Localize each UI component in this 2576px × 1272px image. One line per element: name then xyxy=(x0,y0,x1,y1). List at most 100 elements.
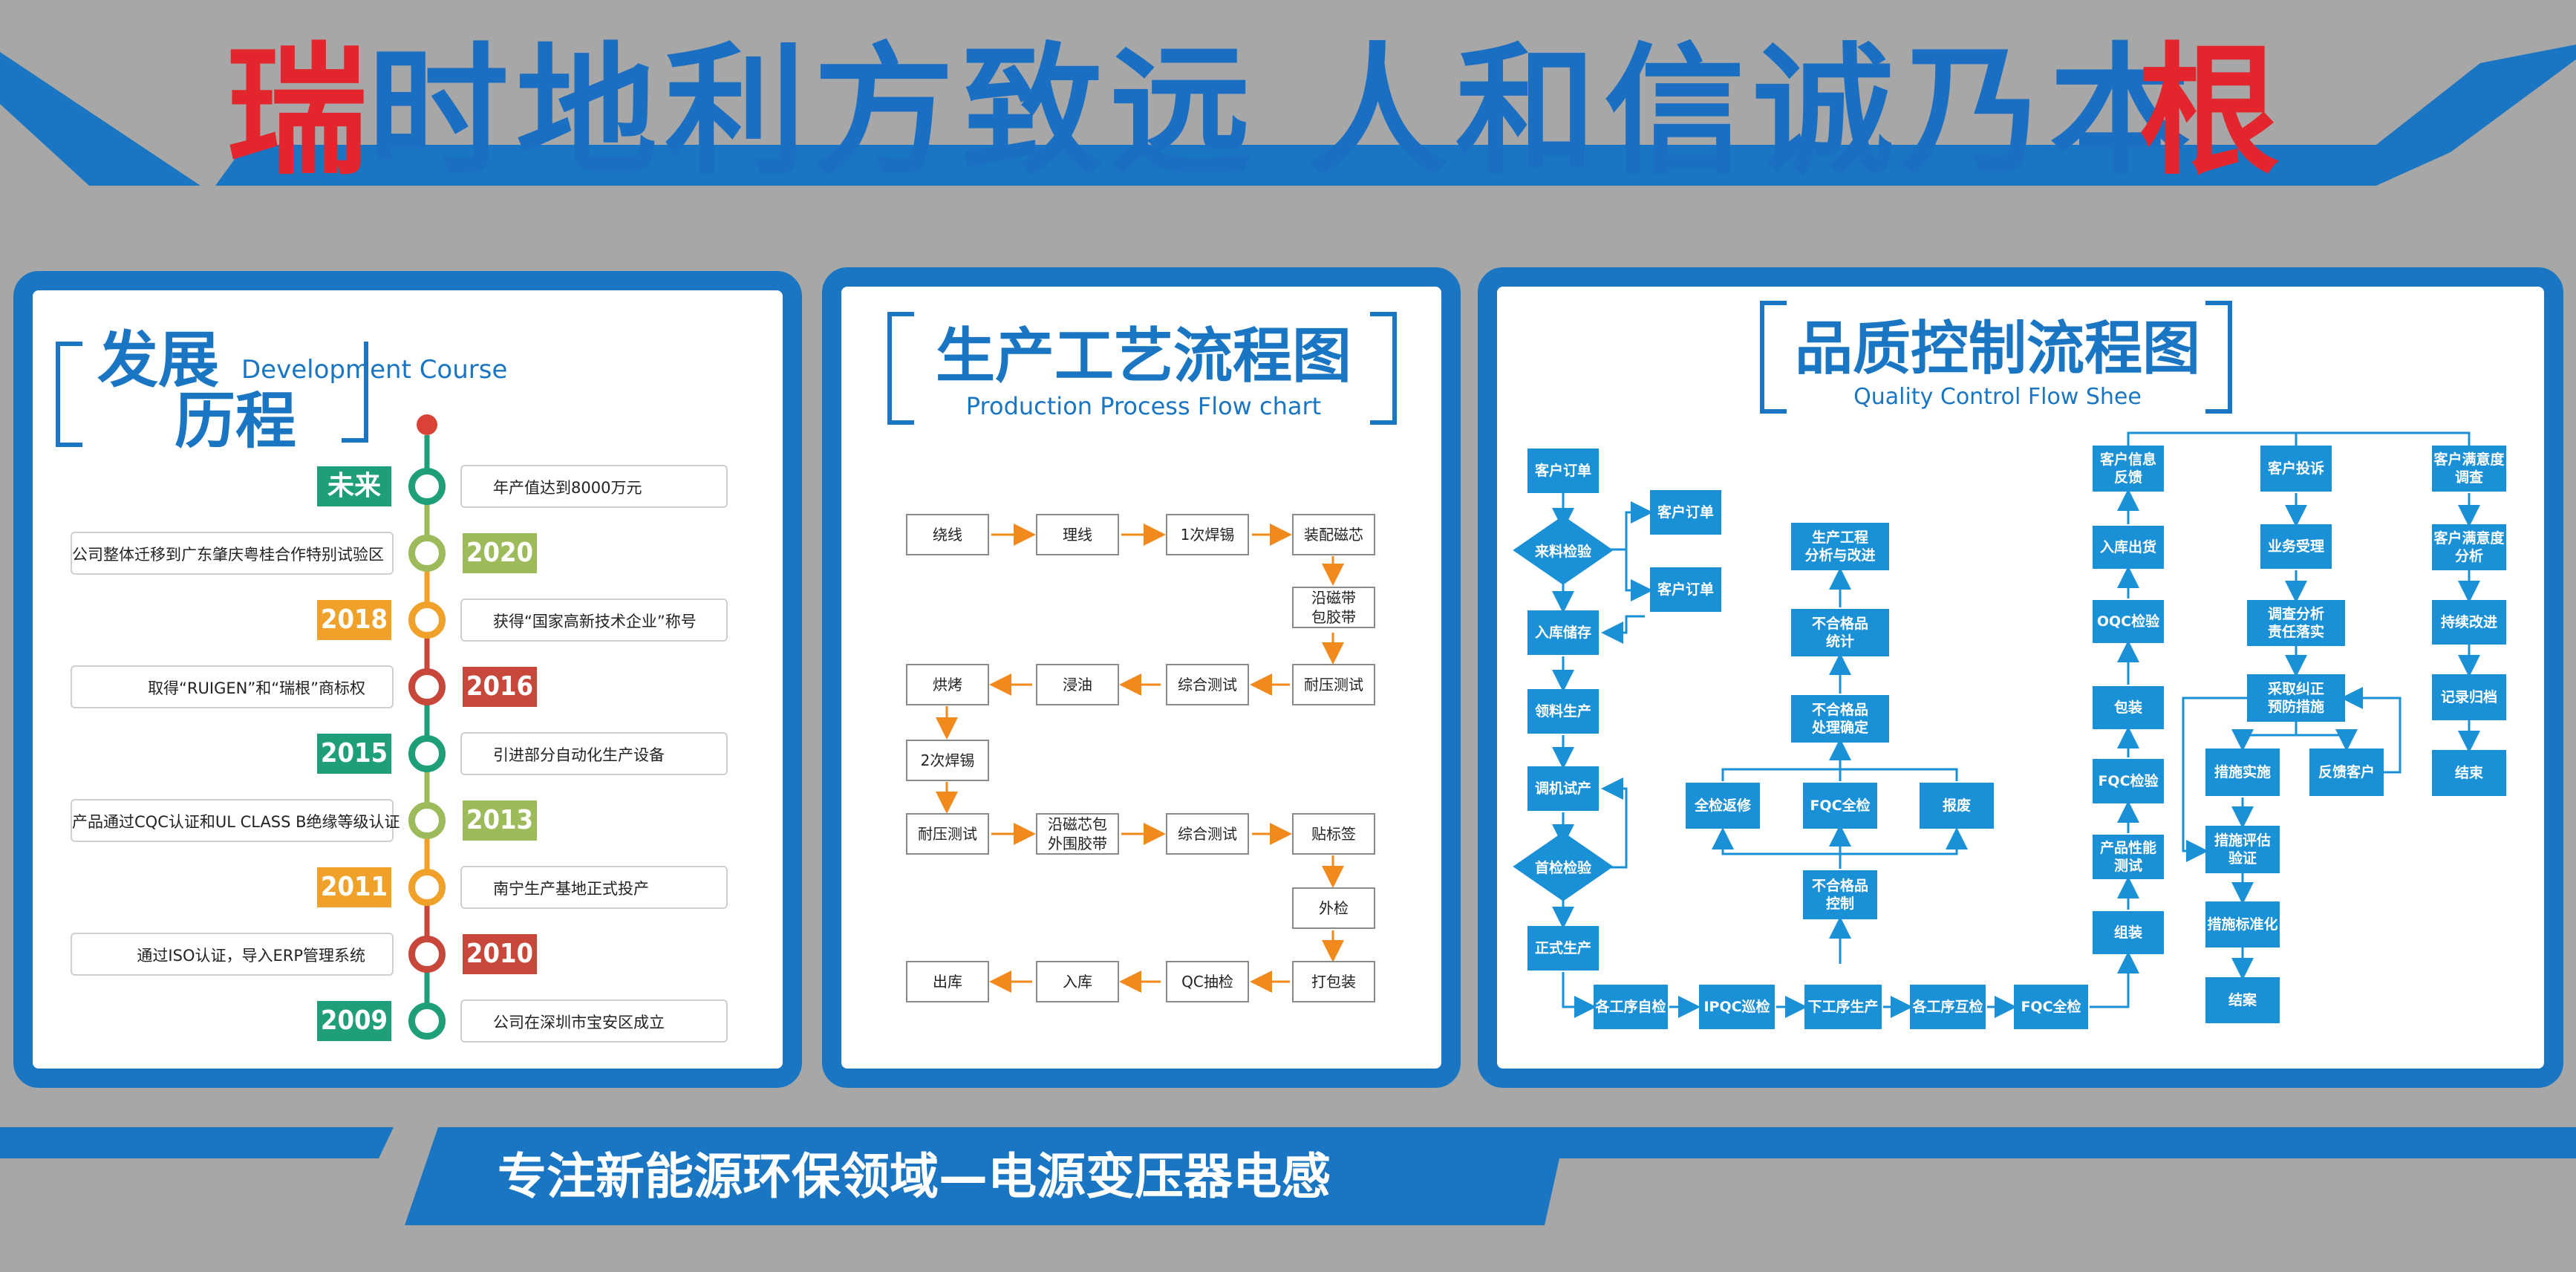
qc-fqc-full-middle: FQC全检 xyxy=(1803,783,1877,829)
quality-panel xyxy=(1478,267,2563,1088)
headline-phrase-2: 人和信诚乃本 xyxy=(1307,28,2199,194)
timeline-node xyxy=(408,1002,446,1040)
timeline-node xyxy=(408,535,446,572)
qc-nonconforming-handling: 不合格品 处理确定 xyxy=(1791,695,1889,743)
qc-packing: 包装 xyxy=(2093,686,2164,729)
quality-title: 品质控制流程图 Quality Control Flow Shee xyxy=(1760,301,2235,414)
step-core-tape: 沿磁芯包 外围胶带 xyxy=(1036,813,1119,855)
qc-case-close: 结案 xyxy=(2205,977,2280,1023)
qc-customer-order-b: 客户订单 xyxy=(1650,567,1721,612)
qc-next-process: 下工序生产 xyxy=(1804,985,1882,1029)
qc-assembly: 组装 xyxy=(2093,911,2164,954)
timeline-event: 取得“RUIGEN”和“瑞根”商标权 xyxy=(71,665,394,708)
qc-incoming-inspection: 来料检验 xyxy=(1513,515,1614,585)
quality-title-cn: 品质控制流程图 xyxy=(1794,315,2200,382)
qc-measure-implement: 措施实施 xyxy=(2205,748,2280,796)
qc-nonconforming-control: 不合格品 控制 xyxy=(1803,870,1877,919)
development-title-en: Development Course xyxy=(241,355,508,385)
headline-phrase-1: 时地利方致远 xyxy=(368,28,1259,194)
qc-full-rework: 全检返修 xyxy=(1686,783,1760,829)
qc-nonconforming-stats: 不合格品 统计 xyxy=(1791,609,1889,656)
timeline-year: 未来 xyxy=(317,466,391,506)
timeline-start-dot xyxy=(417,414,437,435)
qc-end: 结束 xyxy=(2432,750,2506,796)
step-packaging: 打包装 xyxy=(1292,961,1375,1002)
development-title-cn-2: 历程 xyxy=(175,385,297,457)
step-tape-wrap: 沿磁带 包胶带 xyxy=(1292,587,1375,628)
timeline-node xyxy=(408,735,446,772)
step-qc-sampling: QC抽检 xyxy=(1166,961,1249,1002)
qc-formal-production: 正式生产 xyxy=(1527,926,1599,971)
top-decoration xyxy=(0,45,2576,186)
qc-measure-standard: 措施标准化 xyxy=(2205,901,2280,948)
production-title-cn: 生产工艺流程图 xyxy=(936,321,1351,391)
qc-measure-evaluate: 措施评估 验证 xyxy=(2205,826,2280,873)
timeline-year: 2015 xyxy=(317,734,391,774)
headline-char-gen: 根 xyxy=(2139,28,2288,194)
timeline-year: 2016 xyxy=(463,667,537,707)
step-external-inspection: 外检 xyxy=(1292,887,1375,929)
qc-record-archive: 记录归档 xyxy=(2432,674,2506,720)
step-outbound: 出库 xyxy=(906,961,989,1002)
production-title-en: Production Process Flow chart xyxy=(965,392,1322,420)
qc-first-article: 首检检验 xyxy=(1513,832,1614,901)
qc-material-pick: 领料生产 xyxy=(1527,689,1599,734)
step-withstand-test-2: 耐压测试 xyxy=(906,813,989,855)
qc-customer-order: 客户订单 xyxy=(1527,449,1599,493)
qc-business-accept: 业务受理 xyxy=(2260,524,2332,569)
qc-oqc-inspection: OQC检验 xyxy=(2093,600,2164,643)
step-withstand-test-1: 耐压测试 xyxy=(1292,664,1375,705)
step-core-assembly: 装配磁芯 xyxy=(1292,514,1375,555)
timeline-node xyxy=(408,468,446,505)
timeline-event: 公司整体迁移到广东肇庆粤桂合作特别试验区 xyxy=(71,532,394,575)
timeline-node xyxy=(408,668,446,705)
qc-continuous-improvement: 持续改进 xyxy=(2432,600,2506,645)
step-second-soldering: 2次焊锡 xyxy=(906,740,989,781)
timeline-event: 引进部分自动化生产设备 xyxy=(460,732,728,775)
step-baking: 烘烤 xyxy=(906,664,989,705)
timeline-node xyxy=(408,869,446,906)
qc-corrective-action: 采取纠正 预防措施 xyxy=(2247,674,2345,722)
headline-char-rui: 瑞 xyxy=(226,28,376,194)
qc-customer-order-a: 客户订单 xyxy=(1650,490,1721,535)
timeline-event: 公司在深圳市宝安区成立 xyxy=(460,999,728,1043)
qc-storage: 入库储存 xyxy=(1527,610,1599,655)
step-labeling: 贴标签 xyxy=(1292,813,1375,855)
step-wire-arrange: 理线 xyxy=(1036,514,1119,555)
quality-title-en: Quality Control Flow Shee xyxy=(1853,384,2142,410)
timeline-node xyxy=(408,802,446,839)
qc-satisfaction-survey: 客户满意度 调查 xyxy=(2432,446,2506,492)
qc-shipping: 入库出货 xyxy=(2093,526,2164,569)
production-title: 生产工艺流程图 Production Process Flow chart xyxy=(887,312,1400,425)
qc-incoming-inspection-label: 来料检验 xyxy=(1534,543,1591,560)
qc-customer-complaint: 客户投诉 xyxy=(2260,446,2332,492)
timeline-year: 2011 xyxy=(317,867,391,907)
development-title-line xyxy=(56,342,78,346)
timeline-event: 年产值达到8000万元 xyxy=(460,465,728,508)
bottom-decoration xyxy=(0,1127,2576,1225)
timeline-year: 2020 xyxy=(463,533,537,573)
qc-engineering-analysis: 生产工程 分析与改进 xyxy=(1791,523,1889,570)
timeline-year: 2010 xyxy=(463,934,537,974)
qc-investigation: 调查分析 责任落实 xyxy=(2247,600,2345,646)
qc-mutual-inspection: 各工序互检 xyxy=(1910,985,1986,1029)
step-combined-test-2: 综合测试 xyxy=(1166,813,1249,855)
slogan: 专注新能源环保领域—电源变压器电感 xyxy=(498,1148,1331,1205)
timeline-year: 2013 xyxy=(463,800,537,841)
timeline-node xyxy=(408,601,446,639)
timeline-node xyxy=(408,936,446,973)
timeline-event: 通过ISO认证，导入ERP管理系统 xyxy=(71,933,394,976)
step-warehousing: 入库 xyxy=(1036,961,1119,1002)
qc-satisfaction-analysis: 客户满意度 分析 xyxy=(2432,524,2506,570)
step-winding: 绕线 xyxy=(906,514,989,555)
qc-fqc-full-bottom: FQC全检 xyxy=(2014,985,2088,1029)
qc-fqc-inspection: FQC检验 xyxy=(2093,759,2164,803)
qc-customer-feedback: 客户信息 反馈 xyxy=(2093,446,2164,492)
qc-performance-test: 产品性能 测试 xyxy=(2093,835,2164,879)
qc-trial-production: 调机试产 xyxy=(1527,766,1599,811)
qc-ipqc-patrol: IPQC巡检 xyxy=(1699,985,1775,1029)
qc-self-inspection: 各工序自检 xyxy=(1594,985,1668,1029)
timeline-year: 2009 xyxy=(317,1001,391,1041)
timeline-event: 产品通过CQC认证和UL CLASS B绝缘等级认证 xyxy=(71,799,400,842)
